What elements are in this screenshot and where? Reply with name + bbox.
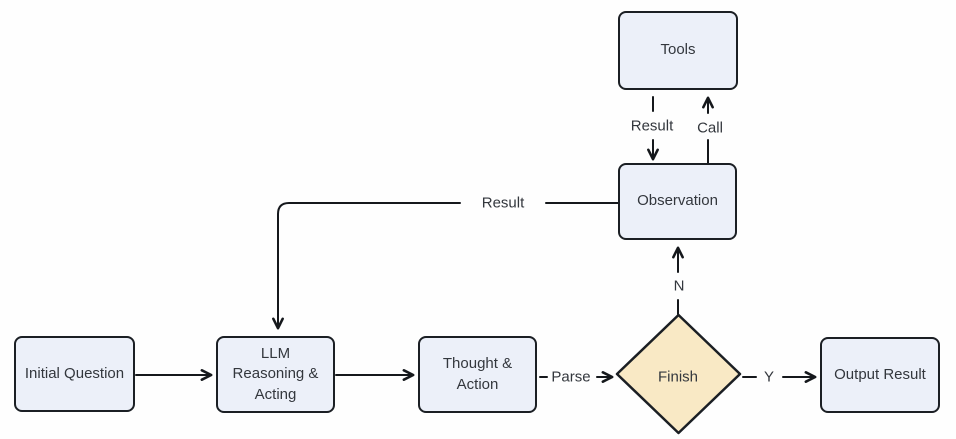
node-thought-action: Thought & Action xyxy=(418,336,537,413)
edge-label-yes: Y xyxy=(760,368,778,386)
node-finish-shape xyxy=(615,313,742,435)
edge-label-parse: Parse xyxy=(548,368,594,386)
node-finish-label: Finish xyxy=(657,368,699,386)
edge-label-result-observation: Result xyxy=(478,194,528,212)
node-tools: Tools xyxy=(618,11,738,90)
edge-observation-to-llm-seg2 xyxy=(272,202,461,330)
node-tools-label: Tools xyxy=(660,41,696,59)
node-output-result: Output Result xyxy=(820,337,940,413)
edge-label-result-tools: Result xyxy=(627,117,677,135)
node-observation: Observation xyxy=(618,163,737,240)
node-output-result-label: Output Result xyxy=(834,365,926,383)
node-initial-question: Initial Question xyxy=(14,336,135,412)
edge-label-call: Call xyxy=(694,119,726,137)
node-thought-action-label: Thought & Action xyxy=(442,355,513,393)
node-llm-reasoning-acting: LLM Reasoning & Acting xyxy=(216,336,335,413)
node-initial-question-label: Initial Question xyxy=(24,364,125,382)
edge-label-no: N xyxy=(670,277,688,295)
node-llm-reasoning-acting-label: LLM Reasoning & Acting xyxy=(232,345,319,403)
node-observation-label: Observation xyxy=(637,192,718,210)
